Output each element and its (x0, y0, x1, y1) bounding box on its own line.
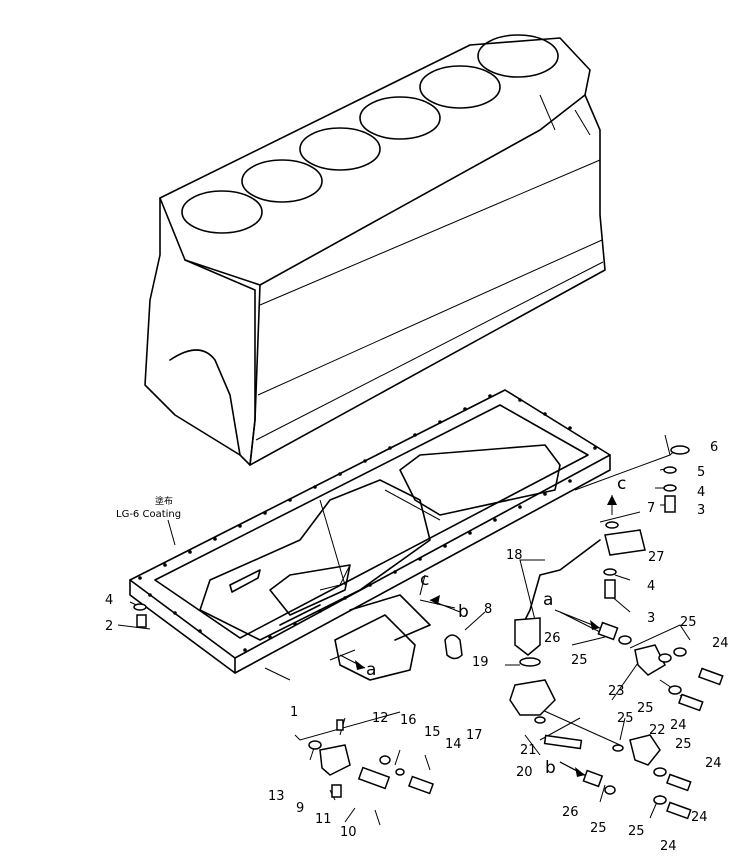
bolt-part-14 (407, 775, 435, 795)
view-letter-c-mid: c (420, 570, 430, 590)
washer-part-25g (653, 795, 667, 805)
block-part-17 (509, 679, 556, 716)
plug-part-8 (444, 634, 463, 660)
bolt-part-2 (136, 614, 147, 628)
callout-13: 13 (268, 789, 285, 804)
callout-20: 20 (516, 765, 533, 780)
callout-8: 8 (484, 602, 493, 617)
plug-part-3 (664, 495, 676, 513)
callout-5: 5 (697, 465, 706, 480)
washer-part-25h (604, 785, 616, 795)
washer-part-16 (379, 755, 391, 765)
callout-4-mid: 4 (647, 579, 656, 594)
engine-block (144, 34, 606, 466)
callout-26-b: 26 (562, 805, 579, 820)
callout-25-e: 25 (675, 737, 692, 752)
callout-25-c: 25 (637, 701, 654, 716)
washer-part-25e (612, 744, 624, 752)
washer-part-25b (658, 653, 672, 663)
fitting-part-26b (582, 769, 604, 788)
callout-19: 19 (472, 655, 489, 670)
pin-part-12 (336, 719, 344, 731)
connector-part-27 (604, 529, 646, 556)
callout-14: 14 (445, 737, 462, 752)
callout-24-d: 24 (691, 810, 708, 825)
washer-part-25d (668, 685, 682, 695)
bolt-part-24b (677, 693, 704, 712)
callout-15: 15 (424, 725, 441, 740)
callout-12: 12 (372, 711, 389, 726)
callout-11: 11 (315, 812, 332, 827)
view-letter-c-top: c (617, 474, 627, 494)
washer-part-4c (133, 603, 147, 611)
oil-pipe-part-18 (524, 539, 601, 621)
washer-part-4b (603, 568, 617, 576)
callout-24-b: 24 (670, 718, 687, 733)
coating-note: LG-6 Coating (116, 509, 182, 520)
callout-4-left: 4 (105, 593, 114, 608)
fitting-part-26 (597, 621, 619, 641)
callout-24-c: 24 (705, 756, 722, 771)
callout-24-a: 24 (712, 636, 729, 651)
callout-25-d: 25 (617, 711, 634, 726)
view-letter-b-top: b (458, 602, 469, 622)
union-part-23 (634, 644, 666, 676)
callout-27: 27 (648, 550, 665, 565)
callout-2: 2 (105, 619, 114, 634)
parts (133, 445, 724, 820)
washer-part-25c (673, 647, 687, 657)
view-arrows (339, 495, 617, 777)
callout-25-f: 25 (590, 821, 607, 836)
view-letter-a-top: a (543, 590, 554, 610)
cap-part-6 (670, 445, 690, 455)
callout-25-g: 25 (628, 824, 645, 839)
callout-25-b: 25 (571, 653, 588, 668)
callout-17: 17 (466, 728, 483, 743)
callout-18: 18 (506, 548, 523, 563)
washer-part-25 (618, 635, 632, 645)
callout-22: 22 (649, 723, 666, 738)
washer-part-4 (663, 484, 677, 492)
washer-part-15 (395, 768, 405, 776)
view-letter-a-bottom: a (366, 660, 377, 680)
washer-part-25f (653, 767, 667, 777)
callout-21: 21 (520, 743, 537, 758)
callout-16: 16 (400, 713, 417, 728)
callout-24-e: 24 (660, 839, 677, 854)
callout-23: 23 (608, 684, 625, 699)
callout-10: 10 (340, 825, 357, 840)
callout-6: 6 (710, 440, 719, 455)
o-ring-part-13 (308, 740, 322, 750)
sensor-part-18-end (514, 617, 541, 656)
callout-4-top: 4 (697, 485, 706, 500)
washer-part-7 (605, 521, 619, 529)
bolt-part-24 (697, 667, 724, 686)
oil-pan (129, 389, 611, 681)
plug-part-3b (604, 579, 616, 599)
bolt-part-10 (357, 766, 391, 790)
bolt-part-20 (543, 734, 583, 750)
callout-3-top: 3 (697, 503, 706, 518)
callout-25-a: 25 (680, 615, 697, 630)
flange-part-9 (319, 744, 351, 776)
callout-3-bottom: 3 (647, 611, 656, 626)
view-letter-b-bottom: b (545, 758, 556, 778)
callout-1: 1 (290, 705, 299, 720)
callout-9: 9 (296, 801, 305, 816)
coating-note-japanese: 塗布 (155, 497, 174, 507)
callout-26-a: 26 (544, 631, 561, 646)
washer-part-5 (663, 466, 677, 474)
bolt-part-24c (665, 773, 692, 792)
plug-part-11 (331, 784, 342, 798)
o-ring-part-19 (519, 657, 541, 667)
washer-part-21 (534, 716, 546, 724)
union-part-22 (629, 734, 661, 766)
bolt-part-24d (665, 801, 692, 820)
callout-7: 7 (647, 501, 656, 516)
